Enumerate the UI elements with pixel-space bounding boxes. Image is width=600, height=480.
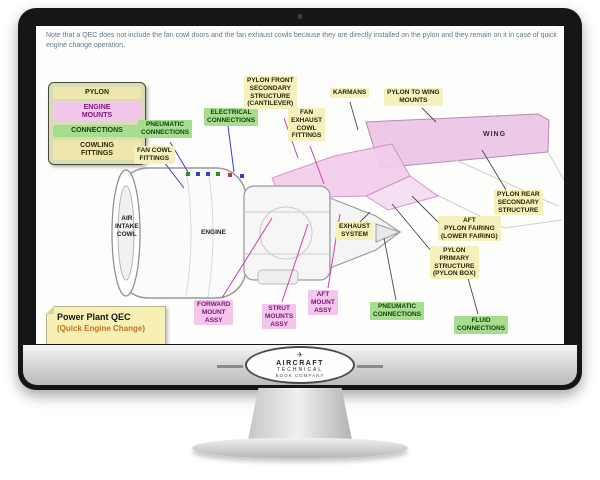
label-exhaust-system: EXHAUST SYSTEM	[336, 222, 374, 240]
publisher-logo-badge: ✈ AIRCRAFT TECHNICAL BOOK COMPANY	[217, 346, 383, 384]
monitor: Note that a QEC does not include the fan…	[18, 8, 582, 390]
slide-note: Note that a QEC does not include the fan…	[46, 32, 557, 49]
legend-item-connections: CONNECTIONS	[53, 125, 141, 138]
engine-core	[243, 185, 331, 285]
monitor-stand	[248, 388, 352, 440]
webcam-dot	[297, 14, 303, 19]
label-fluid-connections: FLUID CONNECTIONS	[454, 316, 509, 334]
label-fan-cowl-fittings: FAN COWL FITTINGS	[134, 146, 175, 164]
leader-lines-dark	[349, 101, 507, 315]
connection-markers	[186, 172, 244, 178]
legend-item-engine-mounts: ENGINE MOUNTS	[53, 102, 141, 123]
logo-line-1: AIRCRAFT	[276, 359, 324, 367]
label-karmans: KARMANS	[330, 88, 370, 98]
label-pylon-to-wing-mounts: PYLON TO WING MOUNTS	[384, 88, 443, 106]
sticky-note-power-plant-qec: Power Plant QEC (Quick Engine Change)	[46, 306, 166, 344]
sticky-note-title: Power Plant QEC	[57, 312, 131, 322]
label-strut-mounts-assy: STRUT MOUNTS ASSY	[262, 304, 297, 330]
legend-box: PYLON ENGINE MOUNTS CONNECTIONS COWLING …	[48, 82, 146, 166]
label-wing: WING	[483, 131, 507, 138]
engine-nacelle	[111, 167, 247, 299]
screen: Note that a QEC does not include the fan…	[36, 26, 564, 344]
label-aft-pylon-fairing: AFT PYLON FAIRING (LOWER FAIRING)	[438, 216, 501, 242]
sticky-note-subtitle: (Quick Engine Change)	[57, 324, 146, 333]
logo-line-2: TECHNICAL	[276, 366, 324, 373]
label-air-intake-cowl: AIR INTAKE COWL	[115, 215, 139, 238]
label-forward-mount-assy: FORWARD MOUNT ASSY	[194, 300, 234, 326]
monitor-base	[192, 438, 408, 458]
sticky-note-fold	[46, 306, 54, 314]
legend-item-pylon: PYLON	[53, 87, 141, 100]
label-fan-exhaust-cowl-fittings: FAN EXHAUST COWL FITTINGS	[288, 108, 326, 142]
label-pneumatic-connections-top: PNEUMATIC CONNECTIONS	[138, 120, 193, 138]
label-aft-mount-assy: AFT MOUNT ASSY	[308, 290, 338, 316]
label-electrical-connections: ELECTRICAL CONNECTIONS	[204, 108, 259, 126]
engine-diagram	[111, 101, 564, 315]
label-pylon-rear-secondary-structure: PYLON REAR SECONDARY STRUCTURE	[494, 190, 543, 216]
monitor-chin: ✈ AIRCRAFT TECHNICAL BOOK COMPANY	[23, 345, 577, 385]
legend-item-cowling-fittings: COWLING FITTINGS	[53, 140, 141, 161]
airplane-icon: ✈	[297, 351, 303, 359]
label-pneumatic-connections-bottom: PNEUMATIC CONNECTIONS	[370, 302, 425, 320]
label-engine: ENGINE	[201, 229, 226, 236]
logo-line-3: BOOK COMPANY	[275, 372, 325, 378]
label-pylon-primary-structure: PYLON PRIMARY STRUCTURE (PYLON BOX)	[430, 246, 479, 280]
label-pylon-front-secondary-structure: PYLON FRONT SECONDARY STRUCTURE (CANTILE…	[244, 76, 297, 110]
